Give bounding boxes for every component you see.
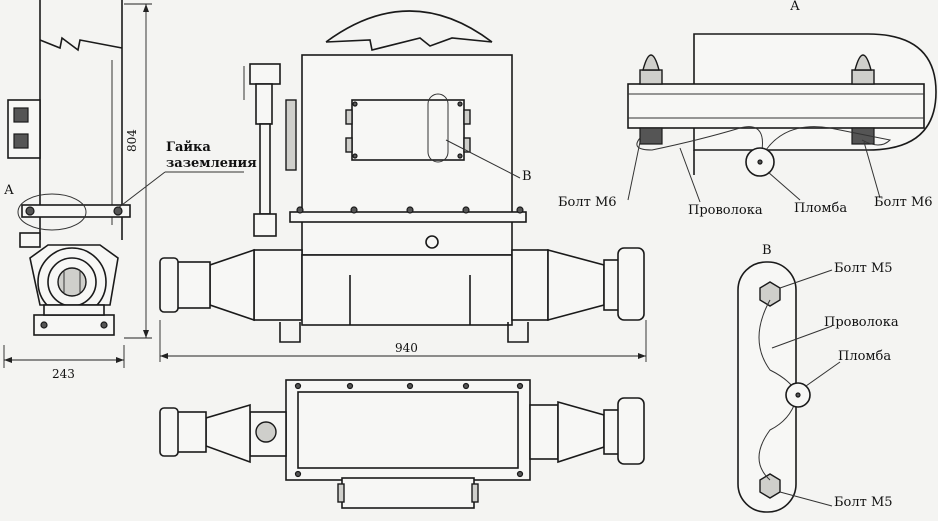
width-dimension-label: 243 bbox=[52, 367, 75, 381]
detail-b-bolt-top-label: Болт М5 bbox=[834, 261, 893, 276]
detail-a-wire-label: Проволока bbox=[688, 203, 763, 218]
height-dimension-label: 804 bbox=[125, 129, 139, 152]
detail-a-bolt-right-label: Болт М6 bbox=[874, 195, 933, 210]
side-view-marker: А bbox=[4, 183, 14, 198]
top-view bbox=[159, 379, 645, 509]
detail-a-title: А bbox=[790, 0, 800, 14]
detail-b bbox=[737, 261, 841, 513]
grounding-nut-label: Гайка заземления bbox=[166, 140, 257, 171]
detail-a-bolt-left-label: Болт М6 bbox=[558, 195, 617, 210]
side-view bbox=[3, 0, 244, 368]
detail-b-bolt-bottom-label: Болт М5 bbox=[834, 495, 893, 510]
detail-a-seal-label: Пломба bbox=[794, 201, 848, 216]
detail-b-wire-label: Проволока bbox=[824, 315, 899, 330]
front-callout-marker: В bbox=[522, 169, 532, 184]
detail-a bbox=[627, 33, 937, 203]
front-view bbox=[159, 10, 647, 362]
detail-b-seal-label: Пломба bbox=[838, 349, 892, 364]
length-dimension-label: 940 bbox=[395, 341, 418, 355]
detail-b-title: В bbox=[762, 243, 772, 258]
